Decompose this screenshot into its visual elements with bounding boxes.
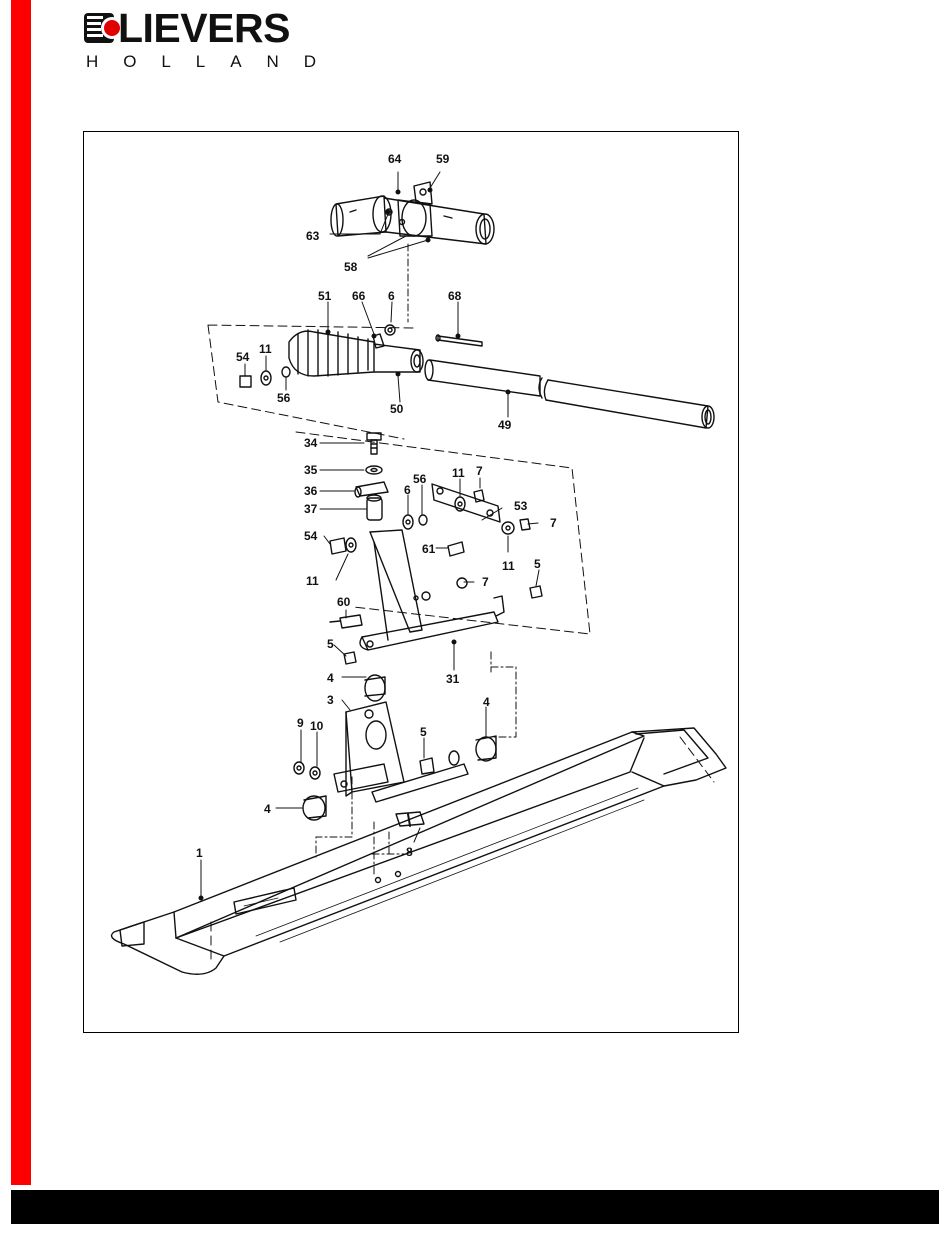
top-tube-assembly <box>331 182 494 244</box>
brand-tagline: H O L L A N D <box>86 52 316 72</box>
mount-bracket-3 <box>294 675 496 826</box>
callout-label: 61 <box>422 542 436 556</box>
callout-label: 1 <box>196 846 203 860</box>
callout-label: 66 <box>352 289 366 303</box>
base-beam-1 <box>112 728 726 974</box>
red-accent-bar <box>11 0 31 1185</box>
callout-label: 34 <box>304 436 318 450</box>
tagline-letter: A <box>230 52 241 72</box>
callout-label: 7 <box>482 575 489 589</box>
bracket-31 <box>330 530 542 664</box>
tagline-letter: N <box>266 52 278 72</box>
shaft-49 <box>425 360 714 428</box>
callout-label: 10 <box>310 719 324 733</box>
callout-label: 6 <box>388 289 395 303</box>
callout-label: 11 <box>452 466 465 480</box>
callout-label: 5 <box>420 725 427 739</box>
callout-label: 31 <box>446 672 460 686</box>
callout-label: 36 <box>304 484 318 498</box>
callout-label: 63 <box>306 229 320 243</box>
tagline-letter: D <box>304 52 316 72</box>
callout-label: 7 <box>476 464 483 478</box>
callout-label: 49 <box>498 418 512 432</box>
callout-label: 53 <box>514 499 528 513</box>
bellows-assembly <box>240 325 423 387</box>
lievers-logo: LIEVERS H O L L A N D <box>84 10 324 70</box>
tagline-letter: L <box>161 52 170 72</box>
parts-drawing: 64 59 63 58 51 66 6 68 54 11 56 50 49 34… <box>84 132 738 1032</box>
callout-label: 56 <box>413 472 427 486</box>
callout-label: 60 <box>337 595 351 609</box>
exploded-parts-diagram: 64 59 63 58 51 66 6 68 54 11 56 50 49 34… <box>83 131 739 1033</box>
footer-bar <box>11 1190 939 1224</box>
callout-label: 37 <box>304 502 318 516</box>
callout-label: 4 <box>264 802 271 816</box>
callout-label: 11 <box>259 342 272 356</box>
callout-label: 4 <box>327 671 334 685</box>
callout-label: 51 <box>318 289 332 303</box>
callout-label: 11 <box>502 559 515 573</box>
callout-label: 7 <box>550 516 557 530</box>
callout-label: 9 <box>297 716 304 730</box>
callout-label: 54 <box>236 350 250 364</box>
callout-label: 11 <box>306 574 319 588</box>
brand-name: LIEVERS <box>118 6 290 50</box>
callout-label: 3 <box>327 693 334 707</box>
tagline-letter: H <box>86 52 98 72</box>
tagline-letter: O <box>123 52 136 72</box>
callout-label: 6 <box>404 483 411 497</box>
callout-label: 5 <box>534 557 541 571</box>
callout-label: 35 <box>304 463 318 477</box>
callout-label: 8 <box>406 845 413 859</box>
callout-label: 58 <box>344 260 358 274</box>
callout-label: 5 <box>327 637 334 651</box>
callout-label: 59 <box>436 152 450 166</box>
callout-label: 68 <box>448 289 462 303</box>
callout-label: 4 <box>483 695 490 709</box>
callout-label: 54 <box>304 529 318 543</box>
bolt-stack <box>355 433 388 520</box>
callout-label: 56 <box>277 391 291 405</box>
tagline-letter: L <box>196 52 205 72</box>
callout-leaders <box>199 172 539 900</box>
callout-label: 64 <box>388 152 402 166</box>
callout-labels: 64 59 63 58 51 66 6 68 54 11 56 50 49 34… <box>196 152 557 860</box>
logo-mark-icon <box>84 11 122 45</box>
callout-label: 50 <box>390 402 404 416</box>
